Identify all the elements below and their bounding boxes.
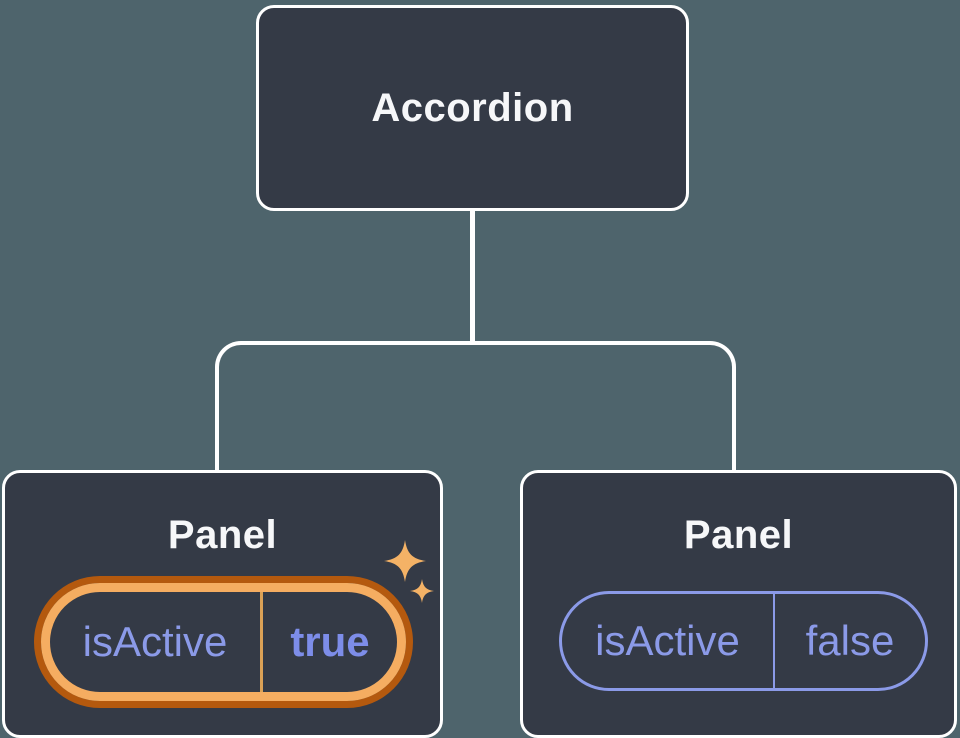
pill-divider — [773, 594, 775, 688]
state-pill-inactive: isActive false — [559, 591, 928, 691]
state-value: true — [290, 618, 370, 665]
component-node-accordion: Accordion — [256, 5, 689, 211]
accordion-node-label: Accordion — [371, 85, 574, 130]
state-name: isActive — [82, 618, 228, 665]
connector-branch — [215, 341, 736, 470]
sparkle-icon — [384, 540, 434, 603]
state-value: false — [805, 617, 895, 664]
state-name: isActive — [595, 617, 740, 664]
pill-divider — [260, 592, 263, 692]
panel-node-label: Panel — [167, 513, 278, 557]
component-node-panel-inactive: Panel isActive false — [520, 470, 957, 738]
panel-node-label: Panel — [683, 513, 794, 557]
component-node-panel-active: Panel isActive true — [2, 470, 443, 738]
state-pill-active: isActive true — [41, 583, 406, 701]
connector-root-stem — [470, 211, 475, 345]
